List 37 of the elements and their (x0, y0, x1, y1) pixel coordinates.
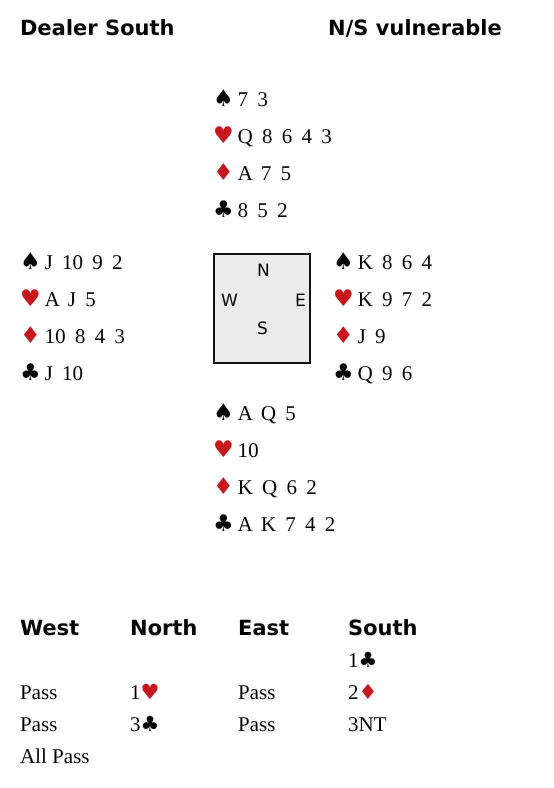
auction-header: North (130, 618, 198, 639)
bid: All Pass (20, 746, 90, 767)
auction-header: East (238, 618, 290, 639)
bid: Pass (20, 682, 58, 703)
bid: Pass (238, 682, 276, 703)
auction-header: West (20, 618, 80, 639)
hand-holding: ♣ A K 7 4 2 (213, 513, 336, 536)
compass-label: S (257, 321, 268, 338)
hand-holding: ♦ A 7 5 (213, 162, 292, 185)
hand-holding: ♠ A Q 5 (213, 402, 296, 425)
hand-holding: ♣ Q 9 6 (333, 362, 412, 385)
bid: 2♦ (348, 682, 378, 703)
hand-holding: ♠ J 10 9 2 (20, 251, 123, 274)
bid: 1♣ (348, 650, 378, 671)
hand-holding: ♦ 10 8 4 3 (20, 325, 125, 348)
vulnerability-info: N/S vulnerable (328, 18, 502, 39)
hand-holding: ♥ K 9 7 2 (333, 288, 432, 311)
hand-holding: ♦ K Q 6 2 (213, 476, 317, 499)
hand-holding: ♥ A J 5 (20, 288, 96, 311)
compass-box (213, 253, 311, 364)
hand-holding: ♣ 8 5 2 (213, 199, 288, 222)
auction-header: South (348, 618, 418, 639)
hand-holding: ♠ 7 3 (213, 88, 268, 111)
hand-holding: ♦ J 9 (333, 325, 386, 348)
deal-info: Dealer South (20, 18, 174, 39)
bid: 3NT (348, 714, 386, 735)
bid: Pass (20, 714, 58, 735)
bid: Pass (238, 714, 276, 735)
compass-label: N (257, 263, 270, 280)
hand-holding: ♣ J 10 (20, 362, 84, 385)
hand-holding: ♠ K 8 6 4 (333, 251, 432, 274)
compass-label: E (295, 293, 306, 310)
hand-holding: ♥ 10 (213, 439, 259, 462)
bid: 1♥ (130, 682, 160, 703)
hand-holding: ♥ Q 8 6 4 3 (213, 125, 332, 148)
bid: 3♣ (130, 714, 160, 735)
compass-label: W (221, 293, 238, 310)
